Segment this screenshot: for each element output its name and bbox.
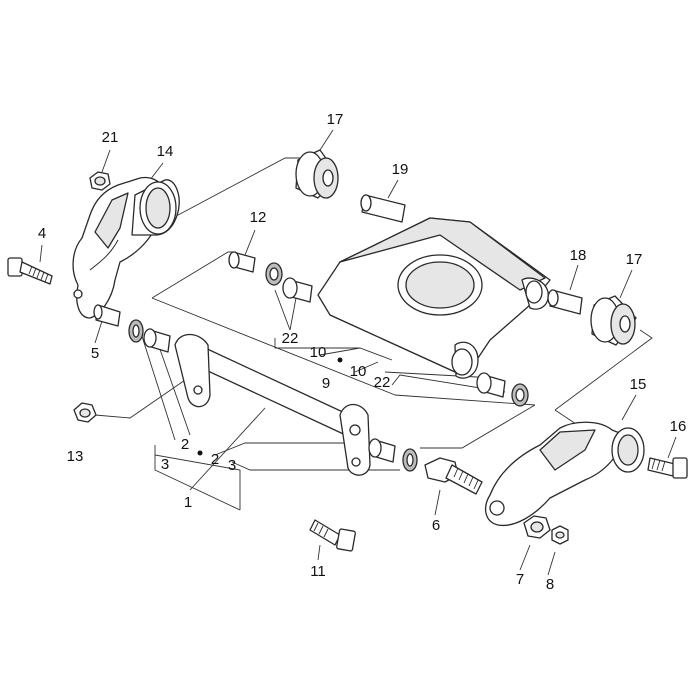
callout-19: 19 [392, 161, 409, 178]
spacer-5 [93, 304, 121, 327]
group-dot-9 [337, 357, 343, 363]
threaded-adjuster-6 [424, 457, 483, 495]
washer-8 [551, 525, 569, 545]
spacer-18 [547, 289, 583, 315]
callout-3-left: 3 [161, 456, 169, 473]
pivot-shaft-assembly [174, 333, 371, 476]
callout-17-top: 17 [327, 111, 344, 128]
spacer-19 [360, 194, 406, 223]
callout-21: 21 [102, 129, 119, 146]
bolt-16 [647, 457, 688, 479]
nut-21 [89, 171, 111, 191]
callout-9: 9 [322, 375, 330, 392]
bushing-10-right [476, 372, 506, 398]
nut-7 [523, 515, 551, 539]
callout-2-right: 2 [211, 451, 219, 468]
callout-6: 6 [432, 517, 440, 534]
callout-16: 16 [670, 418, 687, 435]
bearing-3-right [402, 448, 418, 472]
silent-block-17-right [590, 295, 637, 346]
washer-22-right [511, 383, 529, 407]
bearing-3-left [128, 319, 144, 343]
bushing-10-left [282, 277, 313, 303]
callout-10-left: 10 [310, 344, 327, 361]
swing-arm [317, 217, 551, 379]
nut-13 [73, 402, 97, 423]
callout-2-left: 2 [181, 436, 189, 453]
callout-14: 14 [157, 143, 174, 160]
spacer-12 [228, 251, 256, 273]
leader-lines [39, 129, 677, 576]
callout-13: 13 [67, 448, 84, 465]
callout-15: 15 [630, 376, 647, 393]
washer-22-left [265, 262, 283, 286]
callout-labels: 1 2 2 3 3 4 5 6 7 8 9 10 10 11 12 13 14 … [38, 111, 687, 593]
callout-7: 7 [516, 571, 524, 588]
callout-18: 18 [570, 247, 587, 264]
callout-11: 11 [310, 563, 326, 580]
callout-17-right: 17 [626, 251, 643, 268]
bolt-11 [309, 519, 356, 552]
callout-3-right: 3 [228, 457, 236, 474]
callout-22-right: 22 [374, 374, 391, 391]
callout-10-right: 10 [350, 363, 367, 380]
callout-5: 5 [91, 345, 99, 362]
right-mounting-bracket [484, 421, 645, 527]
spacer-2-right [368, 438, 396, 463]
callout-1: 1 [184, 494, 192, 511]
bolt-4 [7, 257, 53, 285]
callout-12: 12 [250, 209, 267, 226]
group-dot-1 [197, 450, 203, 456]
silent-block-17-top [295, 149, 339, 199]
bracket-bushing-housing [131, 179, 180, 236]
callout-4: 4 [38, 225, 46, 242]
callout-22-left: 22 [282, 330, 299, 347]
spacer-2-left [143, 328, 171, 353]
callout-8: 8 [546, 576, 554, 593]
